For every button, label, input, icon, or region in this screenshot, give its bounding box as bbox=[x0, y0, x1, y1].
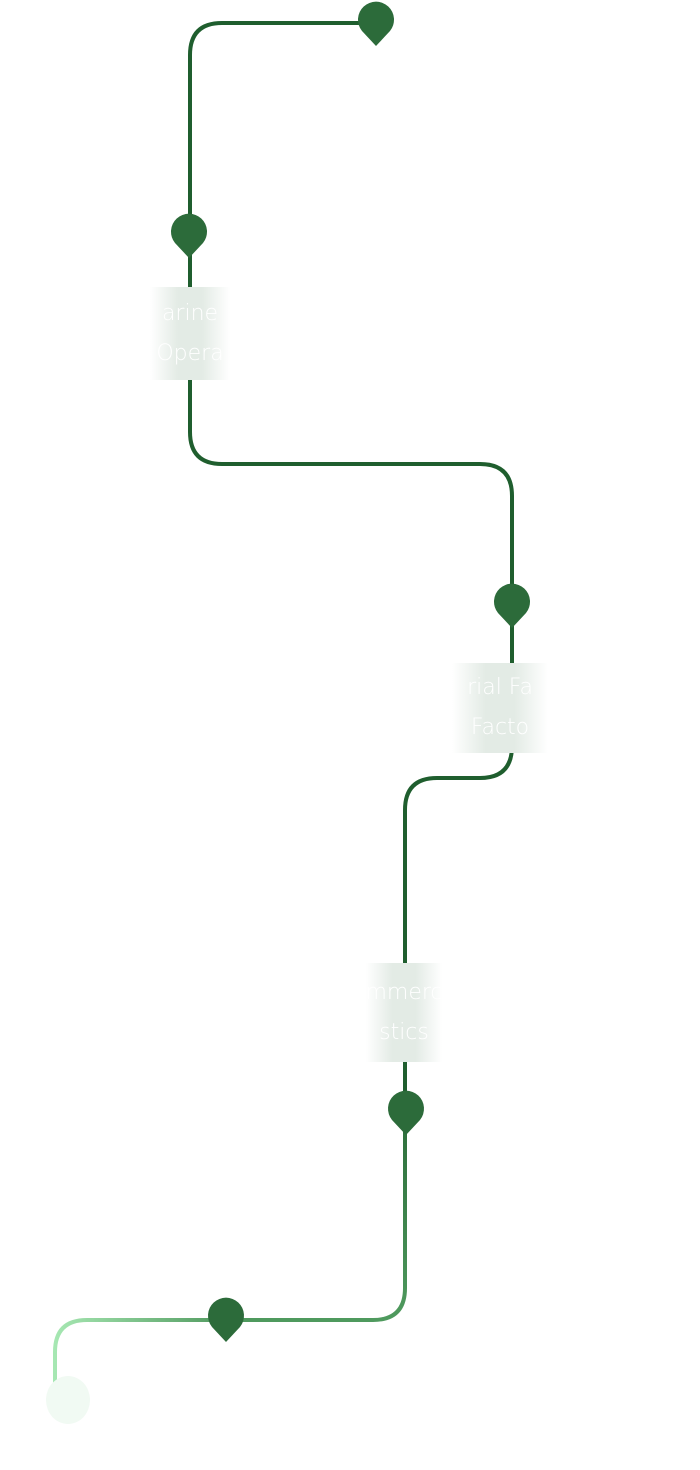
pin-icon bbox=[171, 213, 207, 258]
milestone-label: mmerc stics bbox=[366, 963, 442, 1062]
milestone-label: arine Opera bbox=[150, 287, 230, 380]
pin-icon bbox=[358, 1, 394, 46]
pin-icon bbox=[208, 1297, 244, 1342]
path-fade bbox=[53, 1318, 240, 1385]
milestone-line1: rial Fa bbox=[467, 675, 533, 700]
end-marker bbox=[46, 1376, 90, 1424]
path-lower bbox=[240, 1100, 407, 1322]
milestone-line1: mmerc bbox=[366, 979, 442, 1005]
milestone-line2: Facto bbox=[470, 715, 530, 740]
milestone-line2: stics bbox=[379, 1019, 429, 1045]
path-main bbox=[188, 21, 514, 1100]
milestone-line1: arine bbox=[161, 300, 219, 326]
milestone-line2: Opera bbox=[156, 340, 224, 366]
pin-icon bbox=[388, 1090, 425, 1135]
milestone-label: rial Fa Facto bbox=[452, 663, 548, 753]
pin-icon bbox=[494, 583, 531, 628]
